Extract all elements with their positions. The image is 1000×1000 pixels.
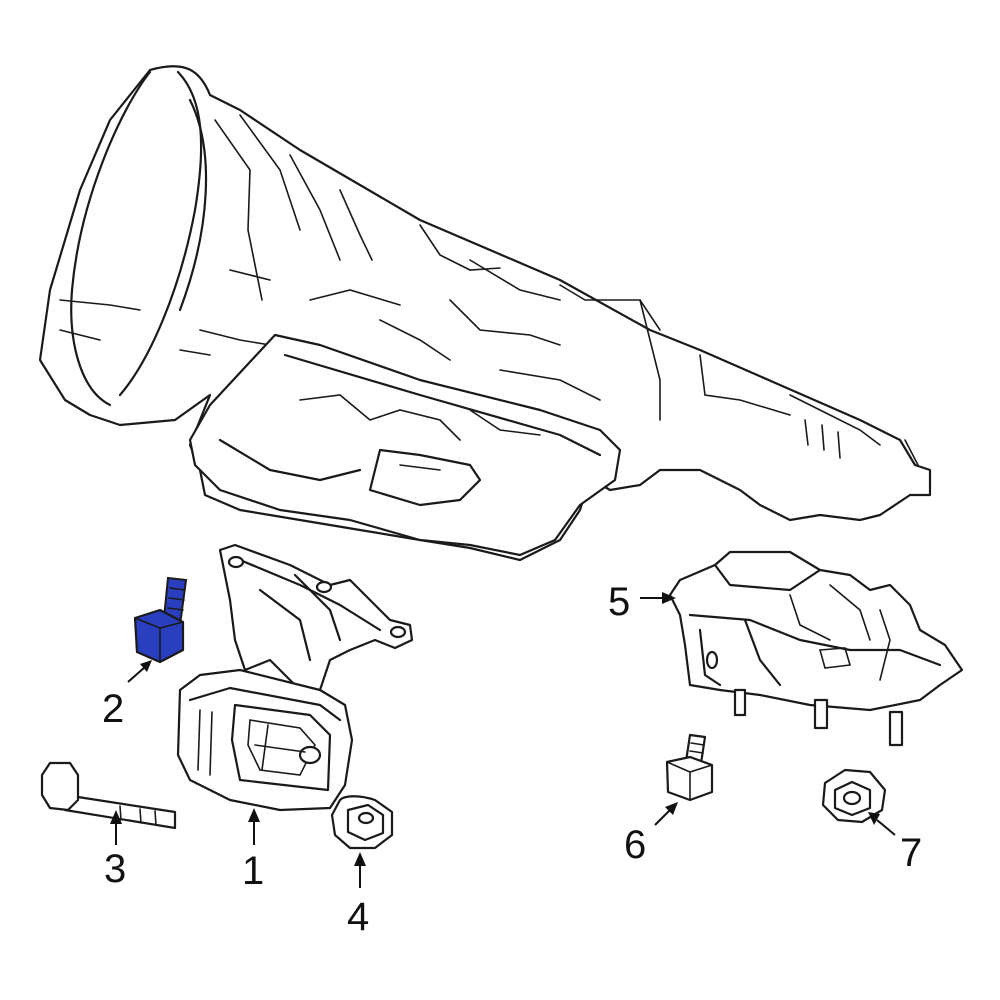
- part-1-mount-bracket: [176, 543, 414, 812]
- callout-2-arrowhead: [140, 660, 152, 672]
- callout-1-label: 1: [242, 849, 264, 893]
- oil-pan: [188, 333, 622, 557]
- part-7-flange-nut: [821, 768, 887, 824]
- callout-5-label: 5: [608, 580, 630, 624]
- callout-3-arrowhead: [110, 810, 122, 824]
- callout-6-arrow: [654, 809, 671, 826]
- part-5-transmission-mount: [668, 550, 964, 747]
- callout-4-label: 4: [347, 895, 369, 939]
- callout-labels: 1 2 3 4 5 6 7: [102, 580, 922, 939]
- callout-2-label: 2: [102, 687, 124, 731]
- part-3-long-bolt: [40, 761, 177, 830]
- callout-1-arrowhead: [248, 808, 260, 822]
- callout-6-label: 6: [624, 823, 646, 867]
- callout-7-arrowhead: [868, 812, 880, 825]
- callout-4-arrowhead: [354, 852, 366, 866]
- part-2-flange-bolt: [133, 576, 188, 664]
- callout-2-arrow: [127, 666, 146, 683]
- callout-7-label: 7: [900, 831, 922, 875]
- callout-7-arrow: [876, 819, 896, 836]
- part-4-flange-nut: [330, 795, 394, 850]
- callout-6-arrowhead: [665, 802, 678, 815]
- callout-arrows: [110, 592, 896, 888]
- part-6-flange-bolt: [665, 733, 714, 802]
- callout-3-label: 3: [104, 847, 126, 891]
- callout-5-arrowhead: [662, 592, 676, 604]
